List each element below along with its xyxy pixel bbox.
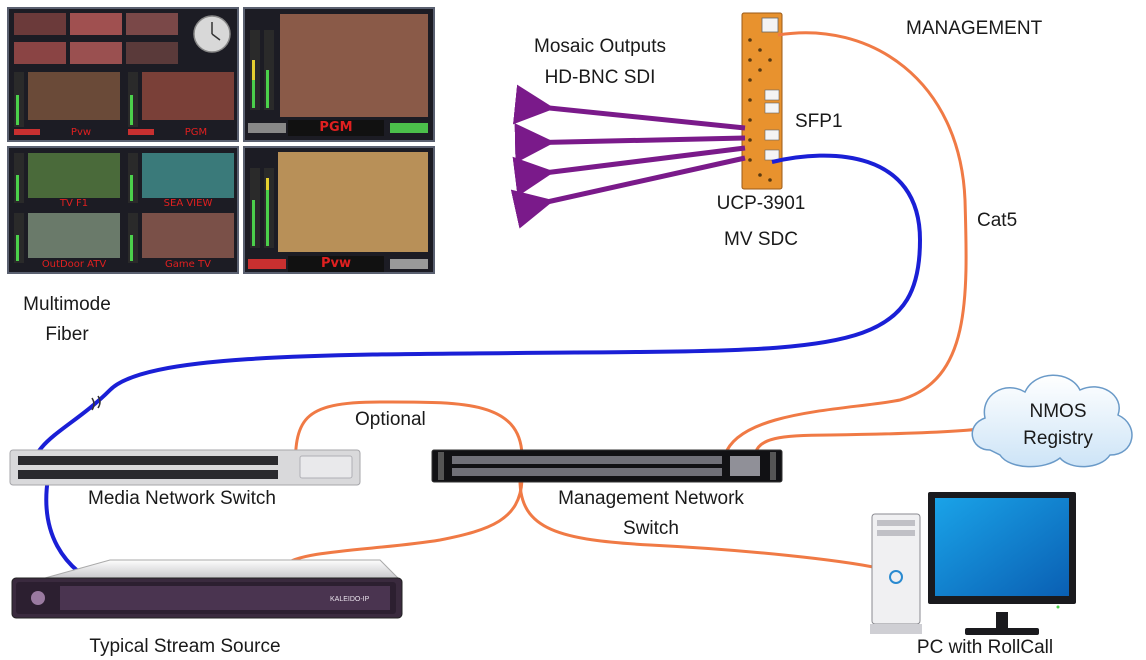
typical-stream-source-label: Typical Stream Source	[89, 636, 281, 657]
ucp-3901-card	[741, 12, 783, 190]
hd-bnc-sdi-label: HD-BNC SDI	[544, 67, 656, 88]
kaleido-label: KALEIDO-IP	[330, 596, 370, 603]
stream-source-cable	[283, 479, 524, 567]
sfp1-label: SFP1	[795, 111, 843, 132]
tile-label-sea-view: SEA VIEW	[163, 198, 213, 209]
big-tile-label-pvw: Pvw	[320, 256, 351, 271]
sdi-arrow	[514, 123, 746, 164]
sdi-outputs	[510, 84, 746, 229]
multimode-label: Multimode	[23, 294, 111, 315]
tile-label-pvw: Pvw	[70, 127, 92, 138]
nmos-cloud-icon	[971, 374, 1133, 468]
optional-cable	[293, 400, 524, 476]
optional-label: Optional	[355, 409, 426, 430]
monitor-icon	[928, 492, 1076, 635]
multiviewer-mosaic-top	[7, 7, 239, 142]
typical-stream-source-unit: KALEIDO-IP	[11, 559, 403, 619]
tile-label-outdoor-atv: OutDoor ATV	[41, 259, 107, 270]
media-network-switch-label: Media Network Switch	[88, 488, 276, 509]
gv-logo-icon	[31, 591, 45, 605]
cat5-management-cable	[723, 31, 968, 456]
tile-label-pgm: PGM	[184, 127, 208, 138]
pc-tower-icon	[870, 513, 922, 634]
tile-label-tv-f1: TV F1	[59, 198, 89, 209]
management-switch-label-line2: Switch	[623, 518, 679, 539]
multiviewer-pvw-big	[243, 146, 435, 274]
cat5-label: Cat5	[977, 210, 1018, 231]
nmos-label: NMOS	[1029, 401, 1087, 422]
sdi-arrow	[512, 84, 746, 131]
copper-cables	[283, 31, 989, 570]
management-label: MANAGEMENT	[906, 18, 1043, 39]
management-network-switch-label: Management Network	[558, 488, 744, 509]
multiviewer-pgm-big	[243, 7, 435, 142]
mosaic-outputs-label: Mosaic Outputs	[534, 36, 666, 57]
big-tile-label-pgm: PGM	[319, 120, 353, 135]
nmos-cable	[753, 426, 989, 456]
fiber-cable-sfp1	[28, 153, 923, 479]
pc-with-rollcall-label: PC with RollCall	[916, 637, 1054, 658]
sdi-arrow	[510, 155, 746, 229]
tile-label-game-tv: Game TV	[165, 259, 211, 270]
pc-cable	[518, 479, 879, 570]
registry-label: Registry	[1023, 428, 1093, 449]
fiber-label: Fiber	[45, 324, 89, 345]
ucp-3901-label: UCP-3901	[716, 193, 806, 214]
management-network-switch	[431, 449, 783, 483]
media-network-switch	[9, 449, 361, 486]
multiviewer-mosaic-bottom	[7, 146, 239, 274]
fiber-break-icon	[91, 395, 101, 411]
mv-sdc-label: MV SDC	[724, 229, 798, 250]
sdi-arrow	[512, 145, 746, 197]
